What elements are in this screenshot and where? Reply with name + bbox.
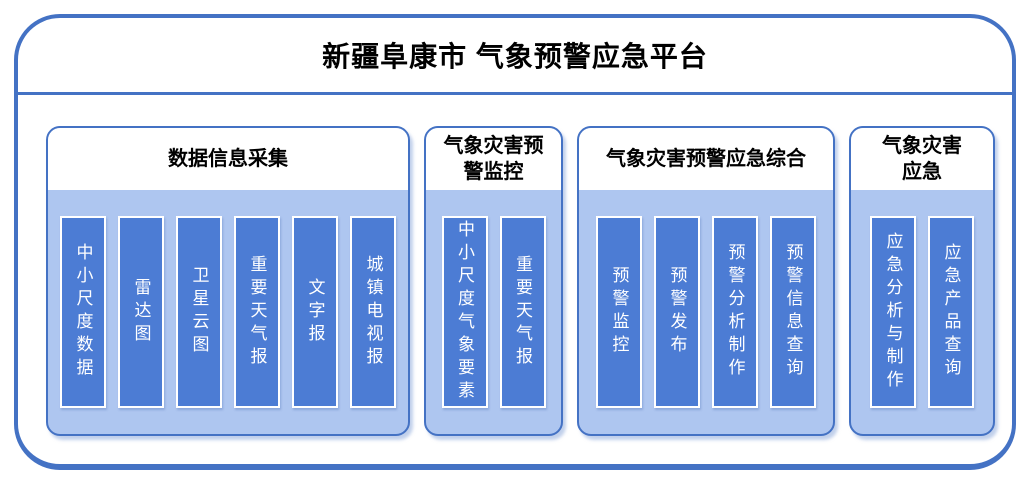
group-header: 数据信息采集 — [48, 128, 408, 190]
group-disaster-emergency: 气象灾害应急 应急分析与制作 应急产品查询 — [849, 126, 995, 436]
group-body: 中小尺度气象要素 重要天气报 — [426, 190, 561, 434]
item-emergency-analysis-production: 应急分析与制作 — [870, 216, 916, 408]
item-warning-monitoring: 预警监控 — [596, 216, 642, 408]
item-town-tv-report: 城镇电视报 — [350, 216, 396, 408]
item-warning-info-query: 预警信息查询 — [770, 216, 816, 408]
item-text-report: 文字报 — [292, 216, 338, 408]
item-important-weather-report-2: 重要天气报 — [499, 216, 546, 408]
item-important-weather-report: 重要天气报 — [234, 216, 280, 408]
group-header: 气象灾害预警监控 — [426, 128, 561, 190]
item-satellite-cloud-image: 卫星云图 — [176, 216, 222, 408]
group-header-label: 气象灾害预警应急综合 — [606, 148, 806, 170]
group-header-label: 气象灾害预警监控 — [443, 135, 544, 183]
item-radar-chart: 雷达图 — [118, 216, 164, 408]
group-warning-monitoring: 气象灾害预警监控 中小尺度气象要素 重要天气报 — [424, 126, 563, 436]
platform-title: 新疆阜康市 气象预警应急平台 — [322, 41, 708, 72]
item-mesoscale-data: 中小尺度数据 — [60, 216, 106, 408]
item-emergency-product-query: 应急产品查询 — [928, 216, 974, 408]
group-body: 应急分析与制作 应急产品查询 — [851, 190, 993, 434]
group-body: 中小尺度数据 雷达图 卫星云图 重要天气报 文字报 城镇电视报 — [48, 190, 408, 434]
item-warning-release: 预警发布 — [654, 216, 700, 408]
group-header: 气象灾害应急 — [851, 128, 993, 190]
group-header-label: 数据信息采集 — [168, 148, 288, 170]
group-header: 气象灾害预警应急综合 — [579, 128, 833, 190]
platform-frame: 新疆阜康市 气象预警应急平台 数据信息采集 中小尺度数据 雷达图 卫星云图 重要… — [14, 14, 1016, 470]
item-mesoscale-met-elements: 中小尺度气象要素 — [441, 216, 488, 408]
group-data-collection: 数据信息采集 中小尺度数据 雷达图 卫星云图 重要天气报 文字报 城镇电视报 — [46, 126, 410, 436]
item-warning-analysis-production: 预警分析制作 — [712, 216, 758, 408]
group-body: 预警监控 预警发布 预警分析制作 预警信息查询 — [579, 190, 833, 434]
group-warning-emergency-comprehensive: 气象灾害预警应急综合 预警监控 预警发布 预警分析制作 预警信息查询 — [577, 126, 835, 436]
group-header-label: 气象灾害应急 — [882, 135, 962, 183]
title-divider — [18, 92, 1012, 95]
